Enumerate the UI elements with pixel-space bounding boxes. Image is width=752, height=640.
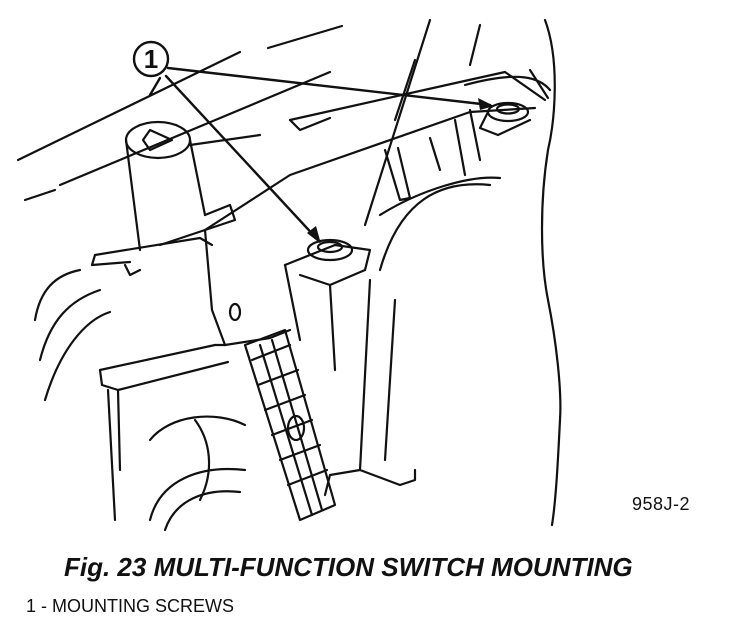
switch-stalk [124,120,262,252]
wiring-connector [243,328,337,522]
leader-arrowheads [307,98,494,244]
support-rib [323,136,502,497]
part-code: 958J-2 [632,494,691,514]
upper-screw-boss [453,101,532,177]
lower-screw-boss [283,238,372,372]
callout-circle [132,40,170,78]
callout-leaders [148,66,492,242]
lower-trim [33,263,247,532]
dash-panel-lines [16,18,482,227]
callout-number: 1 [143,44,159,74]
figure-caption: Fig. 23 MULTI-FUNCTION SWITCH MOUNTING [64,552,633,582]
legend-item: 1 - MOUNTING SCREWS [26,596,235,616]
switch-bracket [90,70,547,522]
switch-mounting-illustration [16,18,562,532]
column-housing [463,18,562,527]
